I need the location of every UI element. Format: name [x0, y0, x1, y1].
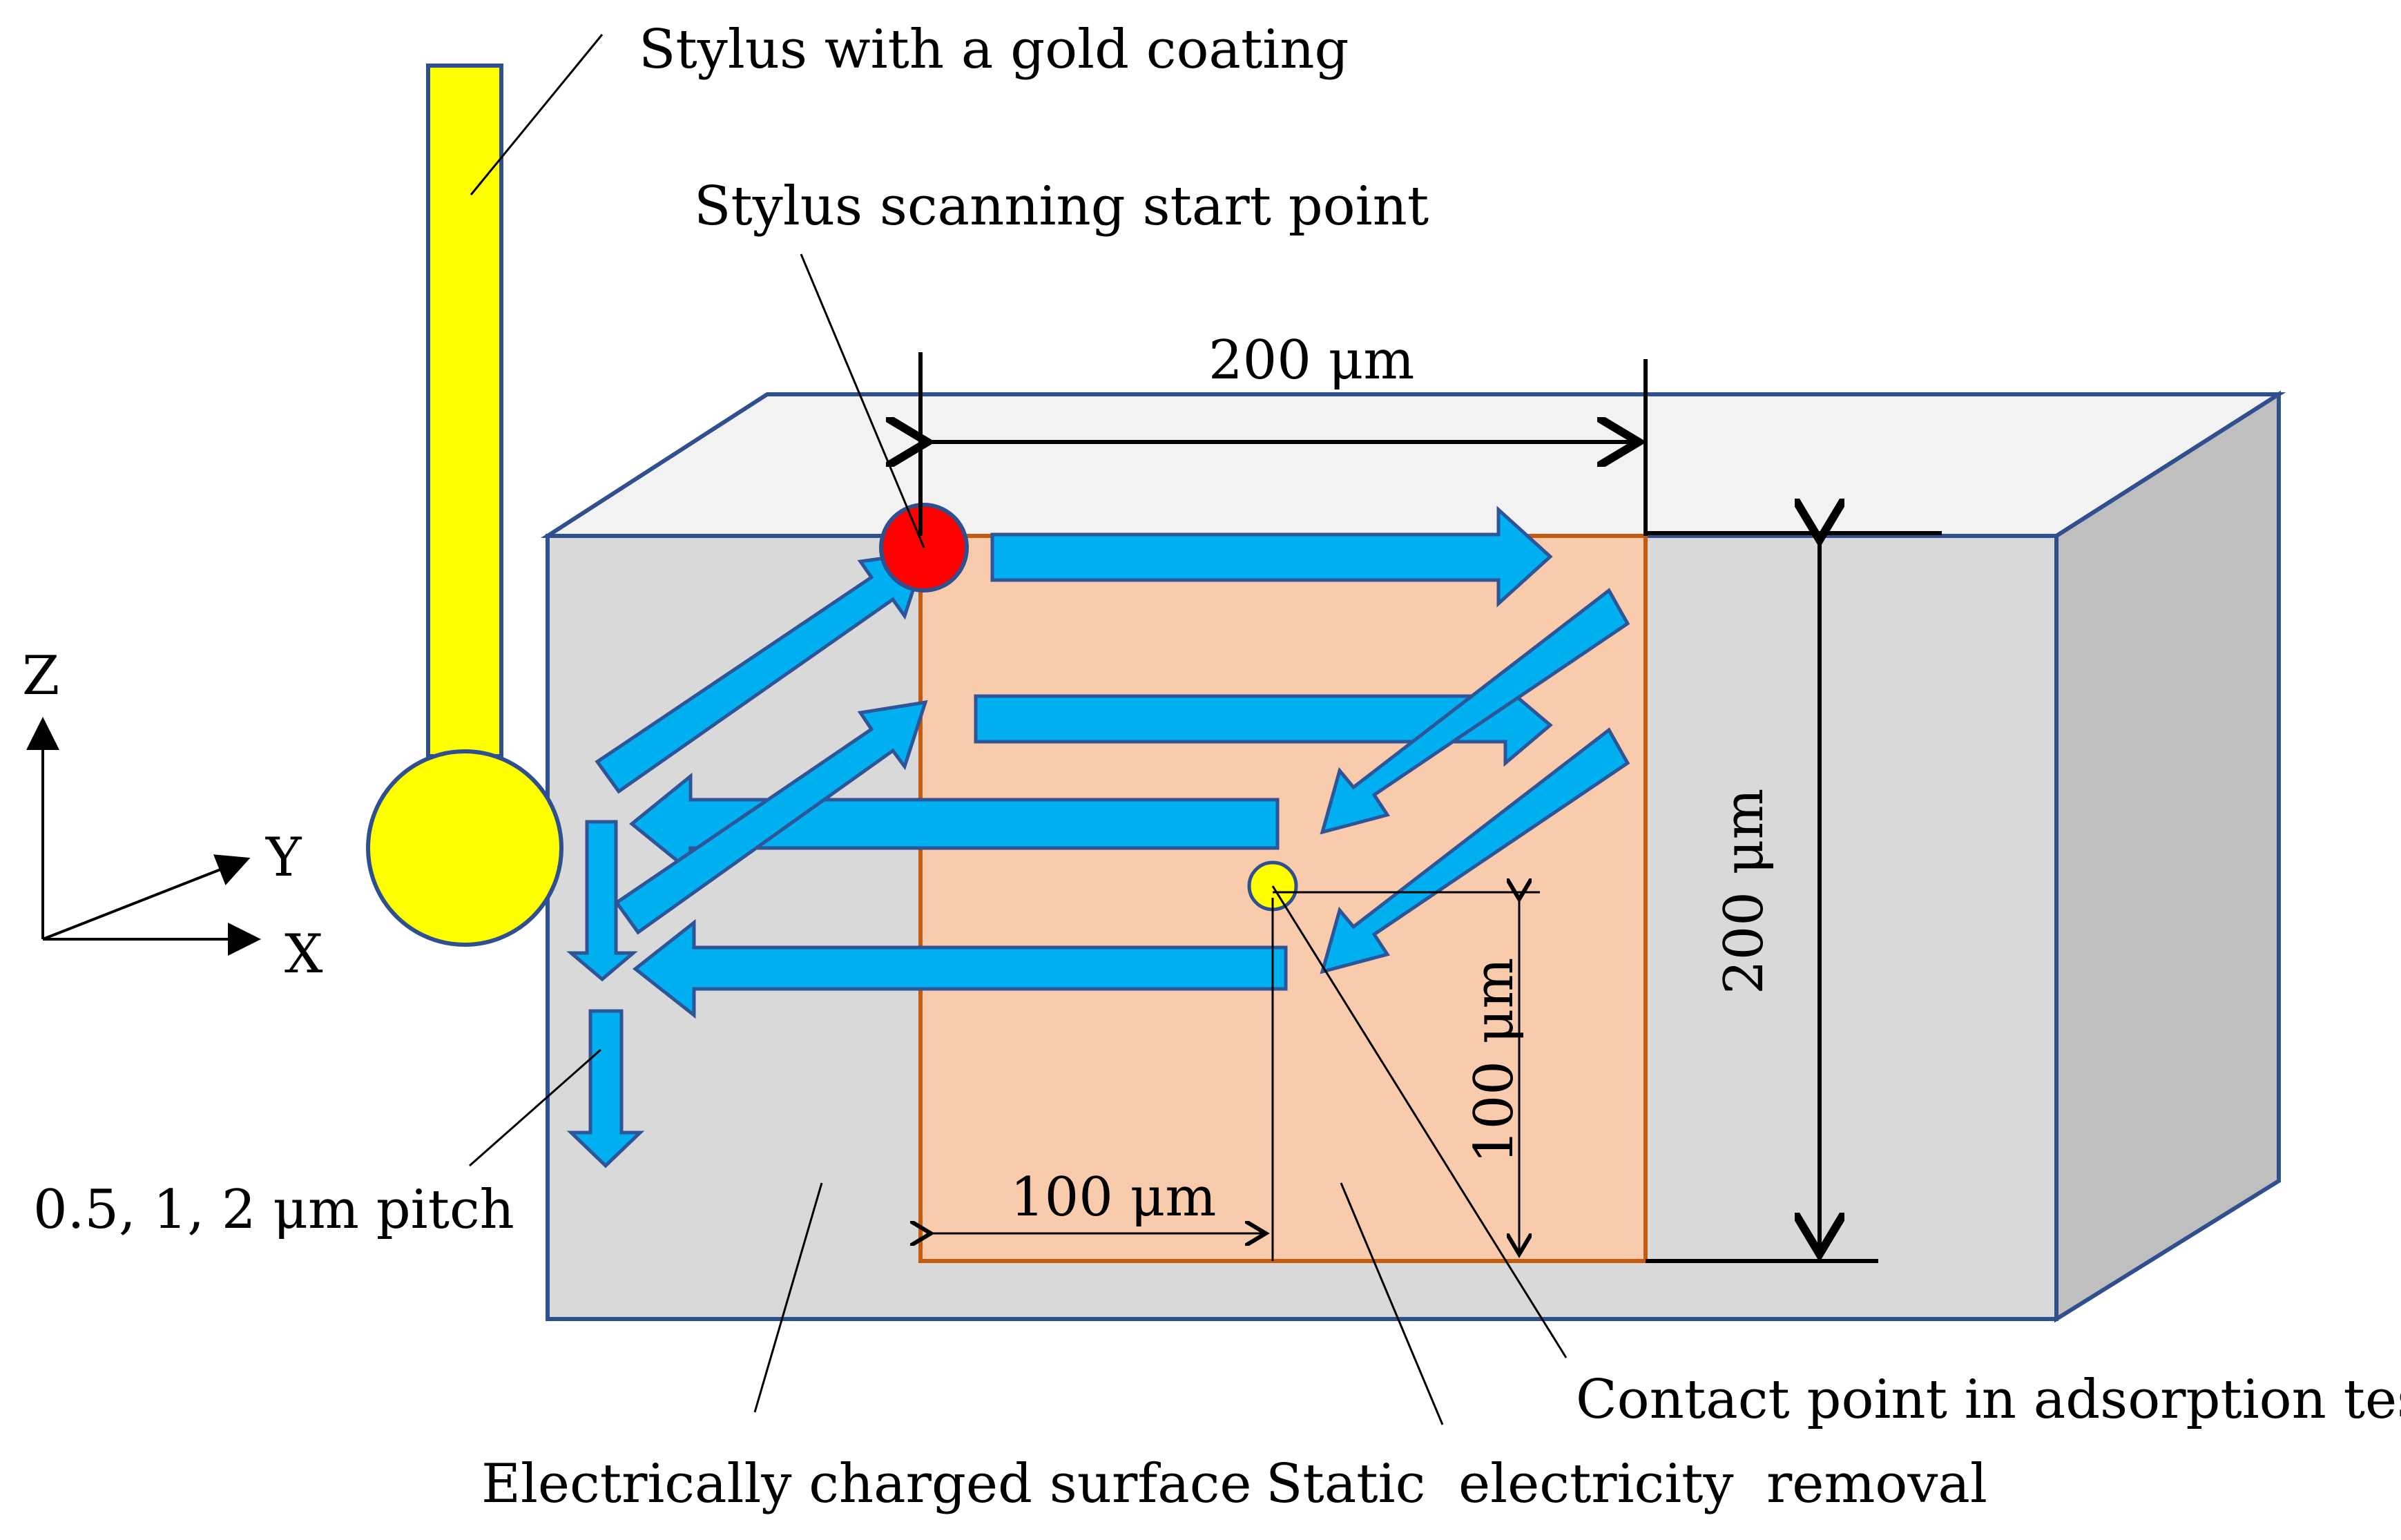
axis-z-label: Z — [22, 645, 59, 707]
scan-arrow-diag-up-2 — [614, 700, 928, 935]
scan-arrow-diag-1 — [1320, 588, 1630, 835]
static-label-word1: Static — [1266, 1453, 1425, 1515]
axis-x-label: X — [285, 923, 323, 985]
box-top-face — [540, 392, 2286, 538]
scan-arrows — [566, 506, 1630, 1168]
stylus-label: Stylus with a gold coating — [639, 19, 1349, 81]
pitch-label: 0.5, 1, 2 μm pitch — [33, 1179, 514, 1241]
height-right-label: 200 μm — [1713, 789, 1775, 994]
scan-arrow-down-1 — [566, 820, 638, 982]
stylus-tip — [366, 749, 563, 947]
leader-lines — [469, 34, 1568, 1425]
contact-point-label: Contact point in adsorption test — [1576, 1369, 2401, 1431]
static-label-word3: removal — [1766, 1453, 1987, 1515]
scan-arrow-right-1 — [990, 506, 1553, 608]
stylus-shaft — [426, 64, 503, 758]
scan-arrow-diag-2 — [1320, 727, 1630, 974]
offset-y-label: 100 μm — [1463, 958, 1525, 1164]
static-label-word2: electricity — [1458, 1453, 1734, 1515]
charged-surface-label: Electrically charged surface — [481, 1453, 1252, 1515]
width-top-label: 200 μm — [1208, 329, 1414, 392]
start-point-label: Stylus scanning start point — [694, 175, 1429, 238]
scan-arrow-down-2 — [566, 1009, 645, 1168]
box-side-face — [2054, 390, 2281, 1323]
coordinate-axes — [26, 717, 261, 956]
scan-arrow-left-2 — [632, 918, 1288, 1019]
dimension-lines-thin — [931, 892, 1540, 1261]
dimension-lines — [920, 352, 1942, 1263]
axis-y-label: Y — [265, 827, 302, 889]
offset-x-label: 100 μm — [1010, 1166, 1216, 1229]
